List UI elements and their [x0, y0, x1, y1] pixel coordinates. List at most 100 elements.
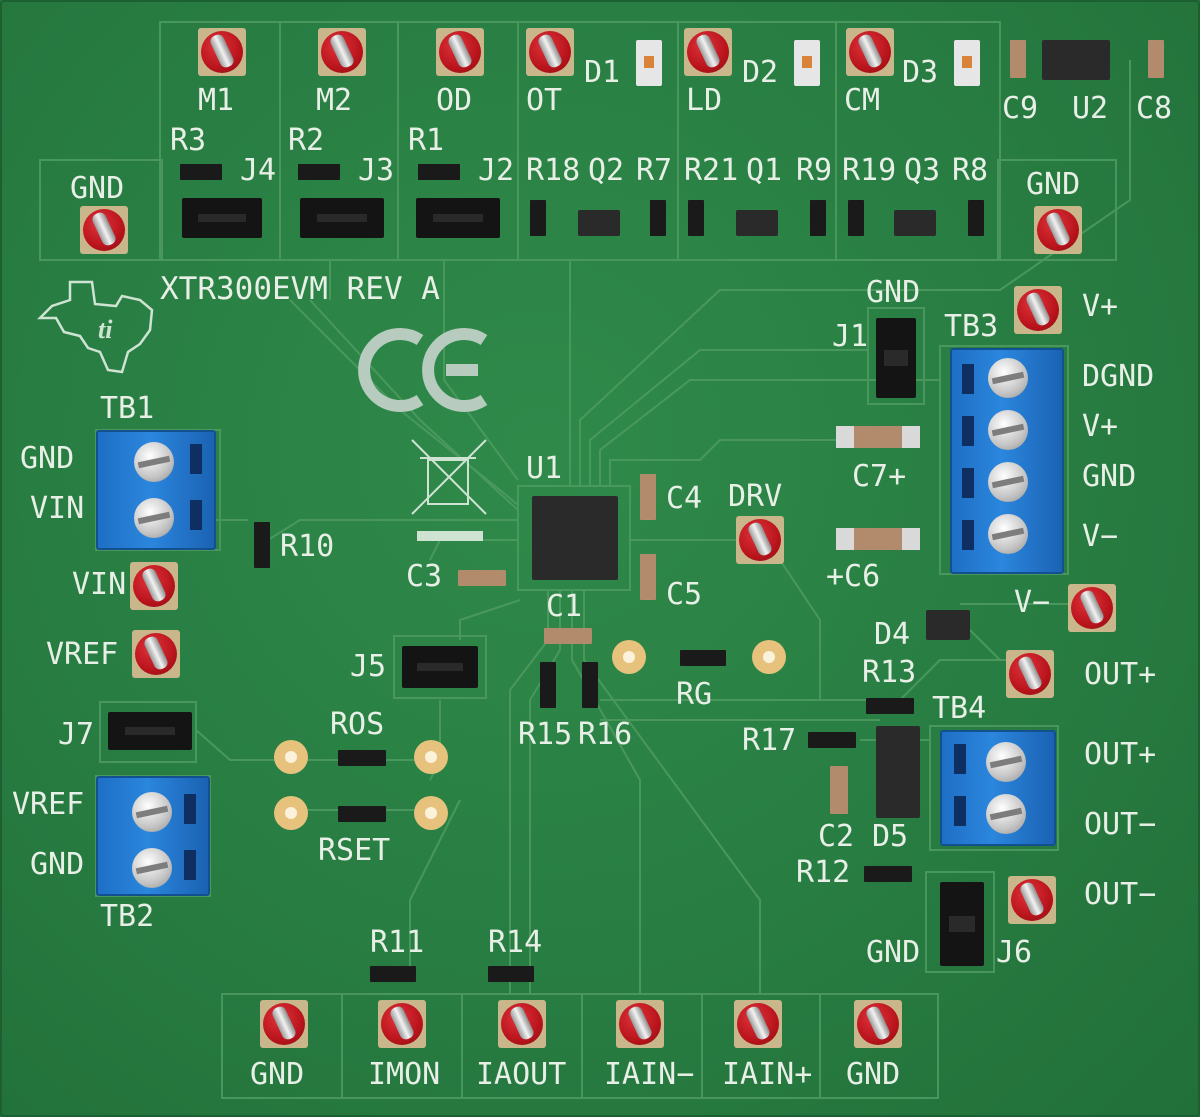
top-test-point-frame	[159, 21, 1001, 261]
chip-u1-xtr300	[532, 496, 618, 580]
label-r14: R14	[488, 925, 543, 960]
terminal-block-tb1[interactable]	[96, 430, 216, 550]
test-point-iaout[interactable]	[498, 1000, 546, 1048]
wire-slot	[954, 744, 966, 774]
solder-pad-rg-2[interactable]	[752, 640, 786, 674]
test-point-ot[interactable]	[526, 28, 574, 76]
label-v-minus-tp: V−	[1014, 585, 1051, 620]
screw-tb3-v-plus[interactable]	[988, 410, 1028, 450]
label-imon: IMON	[368, 1057, 441, 1092]
solder-pad-rset-2[interactable]	[414, 796, 448, 830]
label-j3: J3	[358, 153, 395, 188]
test-point-out-minus[interactable]	[1008, 876, 1056, 924]
label-j1: J1	[832, 319, 869, 354]
capacitor-c1	[544, 628, 592, 644]
solder-pad-rg-1[interactable]	[612, 640, 646, 674]
wire-slot	[190, 444, 202, 474]
jumper-j5[interactable]	[402, 646, 478, 688]
test-point-v-minus[interactable]	[1068, 584, 1116, 632]
label-d5: D5	[872, 819, 909, 854]
capacitor-c2	[830, 766, 848, 814]
label-r21: R21	[684, 153, 739, 188]
label-gnd-tb3: GND	[1082, 459, 1137, 494]
capacitor-c7	[836, 426, 920, 448]
screw-tb3-v-minus[interactable]	[988, 514, 1028, 554]
solder-pad-ros-2[interactable]	[414, 740, 448, 774]
label-q1: Q1	[746, 153, 783, 188]
test-point-vref[interactable]	[132, 630, 180, 678]
screw-tb4-out-plus[interactable]	[986, 742, 1026, 782]
bottom-test-point-frame	[221, 993, 939, 1099]
test-point-gnd-top-right[interactable]	[1034, 206, 1082, 254]
jumper-j7[interactable]	[108, 712, 192, 750]
terminal-block-tb2[interactable]	[96, 776, 210, 896]
label-bottom-gnd-left: GND	[250, 1057, 305, 1092]
test-point-v-plus[interactable]	[1014, 286, 1062, 334]
label-ld: LD	[686, 83, 723, 118]
screw-tb2-gnd[interactable]	[132, 848, 172, 888]
label-v-minus: V−	[1082, 519, 1119, 554]
label-tb1-vin: VIN	[30, 491, 85, 526]
label-j5: J5	[350, 649, 387, 684]
test-point-iain-minus[interactable]	[616, 1000, 664, 1048]
resistor-r2	[298, 164, 340, 180]
test-point-vin[interactable]	[130, 562, 178, 610]
label-tb2: TB2	[100, 899, 155, 934]
label-out-minus-1: OUT−	[1084, 807, 1157, 842]
screw-tb3-dgnd[interactable]	[988, 358, 1028, 398]
test-point-gnd-bottom-left[interactable]	[260, 1000, 308, 1048]
label-drv: DRV	[728, 479, 783, 514]
solder-pad-ros-1[interactable]	[274, 740, 308, 774]
test-point-cm[interactable]	[846, 28, 894, 76]
label-d1: D1	[584, 55, 621, 90]
jumper-j4[interactable]	[182, 198, 262, 238]
capacitor-c3	[458, 570, 506, 586]
test-point-gnd-top-left[interactable]	[80, 206, 128, 254]
label-r18: R18	[526, 153, 581, 188]
test-point-iain-plus[interactable]	[734, 1000, 782, 1048]
test-point-drv[interactable]	[736, 516, 784, 564]
test-point-gnd-bottom-right[interactable]	[854, 1000, 902, 1048]
label-r11: R11	[370, 925, 425, 960]
label-ros: ROS	[330, 707, 385, 742]
label-tb1-gnd: GND	[20, 441, 75, 476]
label-j6-gnd: GND	[866, 935, 921, 970]
resistor-rset	[338, 806, 386, 822]
label-m1: M1	[198, 83, 235, 118]
label-r16: R16	[578, 717, 633, 752]
label-r19: R19	[842, 153, 897, 188]
screw-tb2-vref[interactable]	[132, 792, 172, 832]
resistor-r16	[582, 662, 598, 708]
label-j2: J2	[478, 153, 515, 188]
label-u2: U2	[1072, 91, 1109, 126]
label-q2: Q2	[588, 153, 625, 188]
test-point-m1[interactable]	[198, 28, 246, 76]
solder-pad-rset-1[interactable]	[274, 796, 308, 830]
jumper-j1[interactable]	[876, 318, 916, 398]
test-point-out-plus[interactable]	[1006, 650, 1054, 698]
test-point-ld[interactable]	[684, 28, 732, 76]
terminal-block-tb4[interactable]	[940, 730, 1056, 846]
label-m2: M2	[316, 83, 353, 118]
label-j7: J7	[58, 717, 95, 752]
label-u1: U1	[526, 451, 563, 486]
label-tb4: TB4	[932, 691, 987, 726]
screw-tb4-out-minus[interactable]	[986, 794, 1026, 834]
label-od: OD	[436, 83, 473, 118]
label-v-plus-tp: V+	[1082, 289, 1119, 324]
led-d1	[636, 40, 662, 86]
test-point-m2[interactable]	[318, 28, 366, 76]
jumper-j2[interactable]	[416, 198, 500, 238]
label-j1-gnd: GND	[866, 275, 921, 310]
board-title: XTR300EVM REV A	[160, 271, 440, 307]
terminal-block-tb3[interactable]	[950, 348, 1064, 574]
screw-tb1-gnd[interactable]	[134, 442, 174, 482]
screw-tb1-vin[interactable]	[134, 498, 174, 538]
test-point-imon[interactable]	[378, 1000, 426, 1048]
screw-tb3-gnd[interactable]	[988, 462, 1028, 502]
jumper-j3[interactable]	[300, 198, 384, 238]
jumper-j6[interactable]	[940, 882, 984, 966]
test-point-od[interactable]	[436, 28, 484, 76]
resistor-r1	[418, 164, 460, 180]
